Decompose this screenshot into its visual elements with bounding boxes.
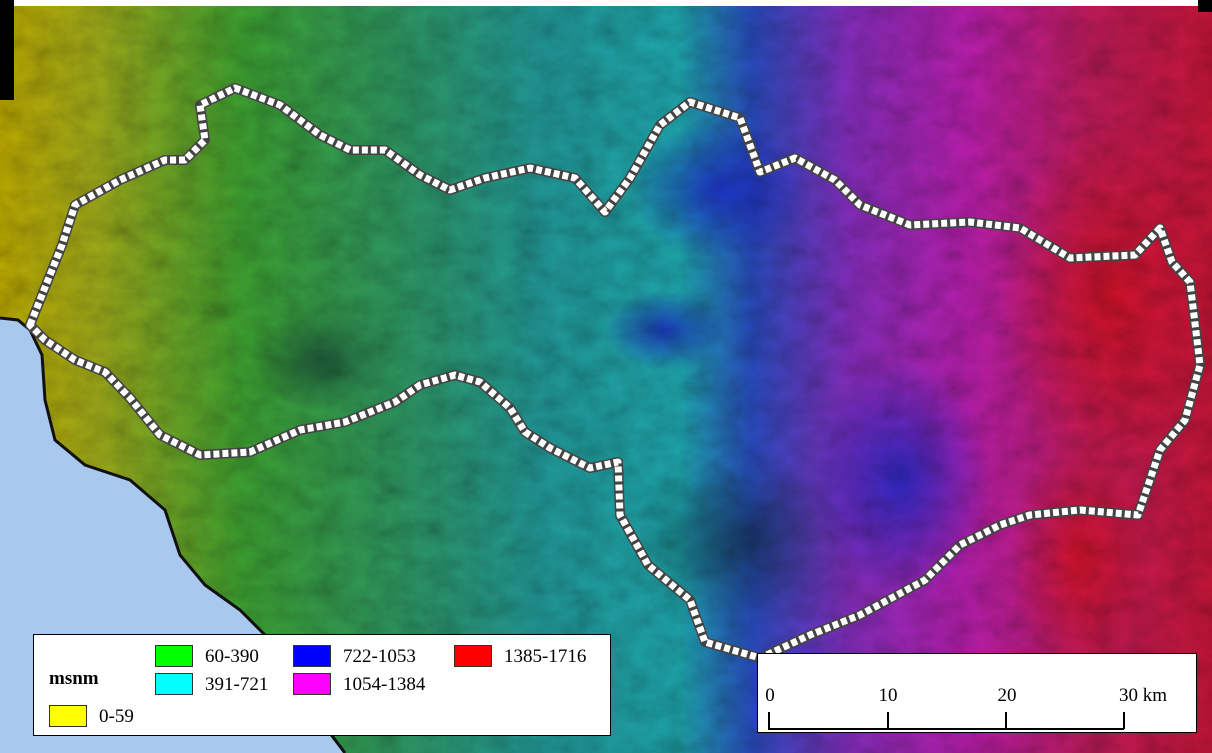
scale-line	[768, 728, 1124, 730]
legend-swatch	[155, 645, 193, 667]
legend-swatch	[454, 645, 492, 667]
legend-label: 1054-1384	[343, 674, 426, 695]
legend-swatch	[293, 645, 331, 667]
scale-bar: 0 10 20 30 km	[757, 653, 1197, 733]
scale-tick	[1123, 712, 1125, 729]
legend-swatch	[155, 673, 193, 695]
scale-label-20: 20	[997, 685, 1017, 706]
scale-tick	[887, 712, 889, 729]
scale-tick	[768, 712, 770, 729]
corner-mark-left	[0, 0, 14, 100]
elevation-legend: msnm 0-59 60-390 391-721 722-1053 1054-1…	[33, 634, 611, 736]
legend-title: msnm	[49, 668, 99, 689]
basin-boundary	[26, 84, 1204, 662]
scale-tick	[1005, 712, 1007, 729]
legend-swatch	[293, 673, 331, 695]
legend-label: 0-59	[99, 706, 134, 727]
legend-label: 1385-1716	[504, 646, 587, 667]
legend-swatch	[49, 705, 87, 727]
scale-label-30: 30 km	[1118, 685, 1168, 706]
scale-label-0: 0	[765, 685, 775, 706]
top-margin	[0, 0, 1212, 6]
scale-label-10: 10	[878, 685, 898, 706]
corner-mark-right	[1198, 0, 1212, 12]
legend-label: 722-1053	[343, 646, 416, 667]
legend-label: 391-721	[205, 674, 269, 695]
legend-label: 60-390	[205, 646, 259, 667]
